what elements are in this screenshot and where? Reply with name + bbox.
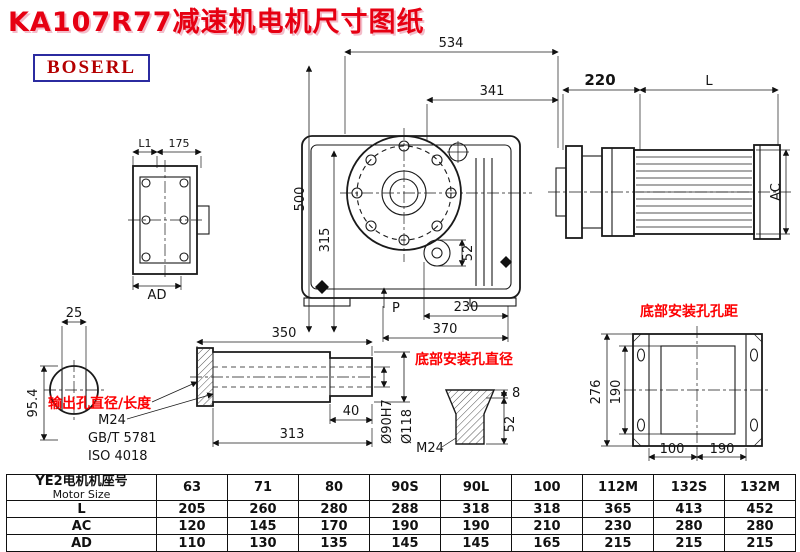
cell: 280 <box>653 517 725 535</box>
label-m24-bolt: M24 <box>416 441 444 456</box>
col-header: 90S <box>369 474 441 501</box>
bottom-hole-diameter-label: 底部安装孔直径 <box>415 351 513 368</box>
bottom-hole-spacing-label: 底部安装孔孔距 <box>640 303 738 320</box>
row-label: AD <box>6 534 157 552</box>
dim-AC: AC <box>769 183 784 201</box>
cell: 215 <box>724 534 796 552</box>
row-label: AC <box>6 517 157 535</box>
dim-AD: AD <box>148 288 167 303</box>
cell: 190 <box>369 517 441 535</box>
cell: 120 <box>156 517 228 535</box>
boserl-logo: BOSERL <box>33 54 151 82</box>
col-header: 90L <box>440 474 512 501</box>
bolt-symbol <box>315 280 329 294</box>
table-header-cn: YE2电机机座号 <box>35 474 128 489</box>
cell: 190 <box>440 517 512 535</box>
motor-side-view: 220 L AC <box>548 71 792 240</box>
dim-25: 25 <box>66 306 83 321</box>
cell: 365 <box>582 500 654 518</box>
dim-190-horizontal: 190 <box>710 442 735 457</box>
dim-L: L <box>705 74 713 89</box>
dim-8: 8 <box>512 386 520 401</box>
dim-220: 220 <box>584 71 615 89</box>
bolt-symbol <box>500 256 512 268</box>
cell: 452 <box>724 500 796 518</box>
cell: 205 <box>156 500 228 518</box>
cell: 130 <box>227 534 299 552</box>
label-p: P <box>392 301 400 316</box>
cell: 318 <box>440 500 512 518</box>
table-header-row: YE2电机机座号 Motor Size 63 71 80 90S 90L 100… <box>6 474 796 501</box>
cell: 165 <box>511 534 583 552</box>
label-gb: GB/T 5781 <box>88 431 157 446</box>
dim-534: 534 <box>439 36 464 51</box>
table-row-L: L 205 260 280 288 318 318 365 413 452 <box>6 500 796 518</box>
dim-276: 276 <box>589 380 604 405</box>
dim-95-4: 95.4 <box>26 389 41 418</box>
cell: 215 <box>582 534 654 552</box>
table-row-AC: AC 120 145 170 190 190 210 230 280 280 <box>6 517 796 535</box>
output-side-view: L1 175 AD <box>128 137 210 303</box>
cell: 145 <box>227 517 299 535</box>
table-header-en: Motor Size <box>52 488 111 501</box>
bottom-flange-view: 底部安装孔孔距 276 190 100 190 <box>589 303 770 461</box>
label-m24-shaft: M24 <box>98 413 126 428</box>
dim-341: 341 <box>480 84 505 99</box>
mounting-bolt-view: 底部安装孔直径 M24 8 52 <box>415 351 520 456</box>
dim-L1: L1 <box>138 137 151 150</box>
dim-370: 370 <box>433 322 458 337</box>
cell: 230 <box>582 517 654 535</box>
col-header: 80 <box>298 474 370 501</box>
cell: 288 <box>369 500 441 518</box>
dim-dia118: Ø118 <box>400 409 415 444</box>
page-title: KA107R77减速机电机尺寸图纸 <box>8 7 425 38</box>
output-shaft-view: 350 输出孔直径/长度 M24 GB/T 5781 ISO 4018 40 3… <box>48 326 415 464</box>
dim-40: 40 <box>343 404 360 419</box>
col-header: 132M <box>724 474 796 501</box>
label-iso: ISO 4018 <box>88 449 148 464</box>
cell: 260 <box>227 500 299 518</box>
cell: 413 <box>653 500 725 518</box>
dim-52-bolt: 52 <box>503 416 518 433</box>
col-header: 71 <box>227 474 299 501</box>
cell: 135 <box>298 534 370 552</box>
dim-315: 315 <box>318 228 333 253</box>
dim-313: 313 <box>280 427 305 442</box>
cell: 318 <box>511 500 583 518</box>
cell: 145 <box>369 534 441 552</box>
table-row-AD: AD 110 130 135 145 145 165 215 215 215 <box>6 534 796 552</box>
dim-350: 350 <box>272 326 297 341</box>
cell: 280 <box>298 500 370 518</box>
cell: 210 <box>511 517 583 535</box>
technical-drawing: 534 341 500 315 52 230 370 P 220 L <box>26 36 792 464</box>
cell: 215 <box>653 534 725 552</box>
dim-52: 52 <box>461 245 476 262</box>
cell: 170 <box>298 517 370 535</box>
shaft-cross-section: 25 95.4 <box>26 306 104 441</box>
dim-175: 175 <box>169 137 190 150</box>
dim-230: 230 <box>454 300 479 315</box>
boserl-logo-text: BOSERL <box>47 57 137 78</box>
gearbox-front-view: 534 341 500 315 52 230 370 P <box>293 36 559 342</box>
dim-500: 500 <box>293 187 308 212</box>
motor-size-table: YE2电机机座号 Motor Size 63 71 80 90S 90L 100… <box>6 474 796 552</box>
row-label: L <box>6 500 157 518</box>
cell: 280 <box>724 517 796 535</box>
col-header: 132S <box>653 474 725 501</box>
table-header-motor-size: YE2电机机座号 Motor Size <box>6 474 157 501</box>
output-hole-label: 输出孔直径/长度 <box>48 395 152 412</box>
dim-dia90: Ø90H7 <box>380 399 395 444</box>
col-header: 100 <box>511 474 583 501</box>
dim-190-vertical: 190 <box>609 380 624 405</box>
cell: 145 <box>440 534 512 552</box>
col-header: 63 <box>156 474 228 501</box>
dim-100: 100 <box>660 442 685 457</box>
col-header: 112M <box>582 474 654 501</box>
cell: 110 <box>156 534 228 552</box>
